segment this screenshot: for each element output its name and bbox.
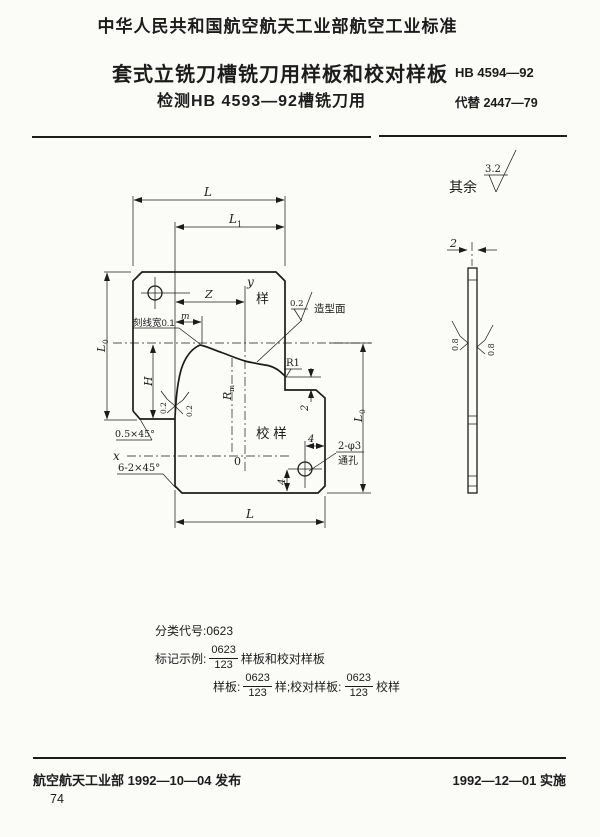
dim-L-top-label: L bbox=[203, 185, 212, 199]
footer-rule bbox=[33, 757, 566, 759]
chamfer-small-note: 0.5×45° bbox=[115, 429, 155, 440]
title-divider-rule bbox=[32, 135, 567, 138]
profile-surface-label: 造型面 bbox=[314, 302, 346, 315]
side-thickness-label: 2 bbox=[449, 237, 457, 250]
extra-prefix-label: 其余 bbox=[449, 179, 477, 195]
svg-text:L: L bbox=[95, 345, 108, 353]
check-template-label: 校 样 bbox=[256, 425, 287, 441]
dim-L-bottom-label: L bbox=[245, 507, 254, 521]
marking-example-line: 标记示例: 0623 123 样板和校对样板 bbox=[155, 644, 325, 671]
side-view bbox=[447, 242, 497, 494]
effective-date-line: 1992—12—01 实施 bbox=[452, 773, 566, 788]
document-subtitle: 检测HB 4593—92槽铣刀用 bbox=[157, 93, 366, 110]
roughness-check-icon bbox=[484, 149, 517, 193]
edge-roughness-left-value: 0.2 bbox=[159, 402, 168, 414]
leader-lines bbox=[116, 319, 364, 489]
scribe-width-note: 刻线宽0.1 bbox=[133, 317, 175, 329]
profile-curve bbox=[174, 344, 286, 418]
svg-text:0: 0 bbox=[358, 409, 367, 414]
standard-org-line: 中华人民共和国航空航天工业部航空工业标准 bbox=[97, 17, 458, 36]
page-number: 74 bbox=[50, 792, 64, 806]
marking-detail-line: 样板: 0623 123 样;校对样板: 0623 123 校样 bbox=[213, 672, 400, 699]
detail-middle: 样;校对样板: bbox=[274, 679, 342, 694]
marking-fraction: 0623 123 bbox=[209, 644, 238, 671]
dim-step-label: 2 bbox=[300, 405, 311, 412]
svg-text:R: R bbox=[221, 392, 234, 401]
dim-L1-subscript: 1 bbox=[237, 220, 242, 229]
origin-label: 0 bbox=[234, 455, 241, 468]
edge-roughness-right-value: 0.2 bbox=[185, 405, 194, 417]
r1-label: R1 bbox=[286, 358, 300, 369]
profile-roughness-icon bbox=[291, 291, 313, 321]
edge-roughness-icon bbox=[160, 390, 190, 415]
profile-roughness-value: 0.2 bbox=[290, 299, 304, 309]
dim-L0-right-label: L 0 bbox=[352, 409, 367, 423]
side-roughness-left-value: 0.8 bbox=[451, 338, 460, 351]
dim-L1-label: L bbox=[228, 212, 237, 226]
extra-roughness-value: 3.2 bbox=[485, 164, 501, 175]
chamfer-corner-note: 6-2×45° bbox=[118, 463, 160, 474]
svg-text:L: L bbox=[352, 415, 365, 423]
dim-Z-label: Z bbox=[204, 288, 213, 301]
detail-suffix: 校样 bbox=[375, 679, 400, 694]
extension-lines bbox=[104, 196, 371, 528]
detail-prefix: 样板: bbox=[213, 679, 241, 694]
axis-x-label: x bbox=[113, 449, 120, 463]
dim-H-label: H bbox=[142, 376, 155, 387]
classification-code-line: 分类代号:0623 bbox=[155, 624, 234, 638]
marking-example-label: 标记示例: bbox=[155, 651, 207, 666]
centerlines bbox=[113, 286, 372, 472]
detail-fraction-1: 0623 123 bbox=[243, 672, 272, 699]
detail-fraction-2: 0623 123 bbox=[344, 672, 373, 699]
replaces-note: 代替 2447—79 bbox=[455, 96, 538, 110]
svg-text:m: m bbox=[227, 385, 236, 392]
dim-4h-label: 4 bbox=[307, 434, 314, 445]
dim-L0-left-label: L 0 bbox=[95, 339, 110, 353]
dimension-lines bbox=[104, 197, 366, 525]
side-roughness-right-icon bbox=[476, 324, 494, 355]
side-roughness-right-value: 0.8 bbox=[487, 343, 496, 356]
axis-y-label: y bbox=[246, 275, 254, 289]
marking-suffix: 样板和校对样板 bbox=[240, 651, 325, 666]
holes-count-note: 2-φ3 bbox=[338, 441, 361, 452]
template-label: 样 bbox=[256, 291, 269, 306]
document-title: 套式立铣刀槽铣刀用样板和校对样板 bbox=[112, 64, 448, 86]
dim-m-label: m bbox=[181, 312, 190, 322]
dim-4v-label: 4 bbox=[277, 479, 288, 486]
through-hole-note: 通孔 bbox=[338, 455, 358, 467]
dim-Rm-label: R m bbox=[221, 385, 236, 401]
svg-text:0: 0 bbox=[101, 339, 110, 344]
standard-number: HB 4594—92 bbox=[455, 65, 534, 80]
issued-date-line: 航空航天工业部 1992—10—04 发布 bbox=[33, 773, 242, 788]
side-roughness-left-icon bbox=[451, 320, 469, 351]
general-roughness-note: 其余 3.2 bbox=[449, 149, 517, 195]
